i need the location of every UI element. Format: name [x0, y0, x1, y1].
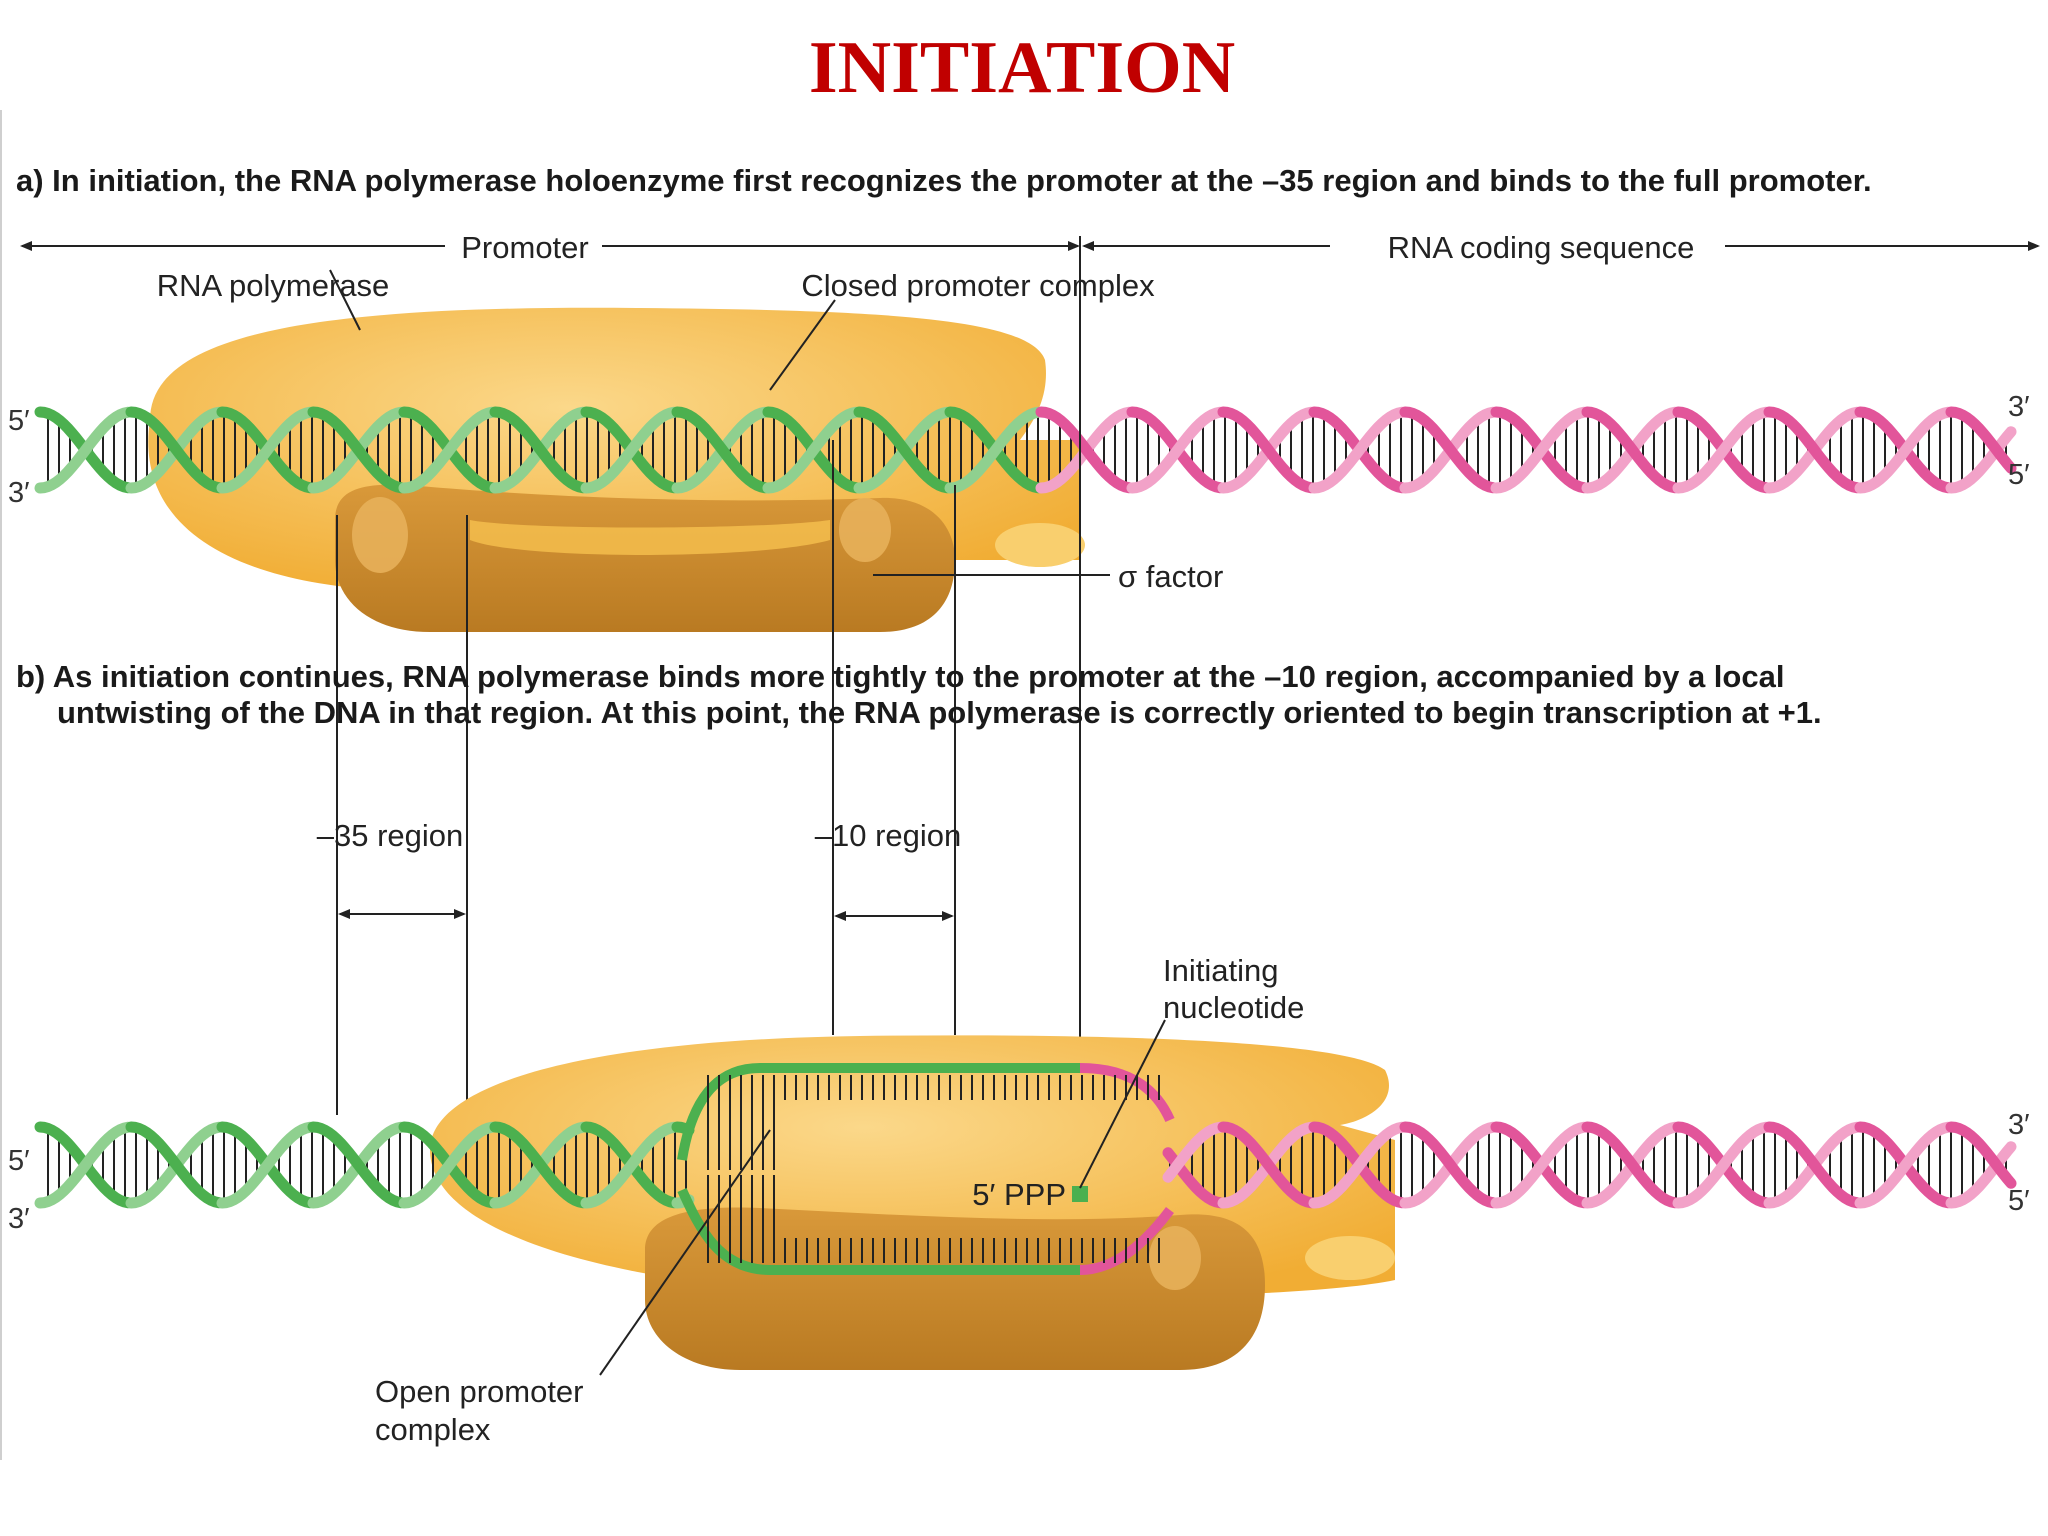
open-complex-leader [599, 1129, 771, 1376]
end-label-b-5prime-right: 5′ [2008, 1185, 2030, 1217]
sigma-groove [470, 520, 830, 555]
promoter-strand-segment [307, 406, 407, 494]
promoter-strand-segment [216, 406, 316, 494]
region10-label: –10 region [815, 818, 962, 853]
promoter-strand-segment [580, 1121, 680, 1209]
coding-label: RNA coding sequence [1388, 230, 1695, 265]
panel-b: b) As initiation continues, RNA polymera… [8, 659, 2030, 1447]
coding-strand-segment [1217, 406, 1317, 494]
end-label-3prime-left: 3′ [8, 477, 30, 509]
coding-strand-segment [1945, 406, 2017, 474]
sigma-b-highlight [1149, 1226, 1201, 1290]
promoter-strand-segment [580, 406, 680, 494]
promoter-label: Promoter [461, 230, 588, 265]
promoter-strand-segment [489, 406, 589, 494]
bubble-base-ticks [707, 1075, 1160, 1263]
coding-strand-segment [1945, 426, 2017, 494]
region-marker-lines [336, 440, 956, 1115]
coding-strand-segment [1399, 406, 1499, 494]
coding-strand-segment [1581, 406, 1681, 494]
promoter-strand-segment [307, 1121, 407, 1209]
coding-strand-segment [1308, 1121, 1408, 1209]
promoter-strand-segment [125, 406, 225, 494]
polymerase-lobe-b [1305, 1236, 1395, 1280]
dna-helix-b [34, 1121, 2017, 1209]
region35-label: –35 region [317, 818, 464, 853]
promoter-strand-segment [944, 406, 1044, 494]
coding-strand-segment [1763, 1121, 1863, 1209]
coding-strand-segment [1945, 1121, 2017, 1189]
promoter-strand-segment [671, 406, 771, 494]
promoter-strand-segment [34, 406, 134, 494]
sigma-factor-label: σ factor [1118, 559, 1223, 594]
coding-strand-segment [1672, 406, 1772, 494]
page-title: INITIATION [809, 27, 1235, 109]
promoter-strand-segment [398, 406, 498, 494]
promoter-strand-segment [125, 1121, 225, 1209]
end-label-b-3prime-right: 3′ [2008, 1109, 2030, 1141]
polymerase-lobe [995, 523, 1085, 567]
end-label-5prime-left: 5′ [8, 405, 30, 437]
rna-polymerase-label: RNA polymerase [157, 268, 390, 303]
ppp-label: 5′ PPP [972, 1177, 1066, 1212]
open-complex-label-line2: complex [375, 1412, 491, 1447]
transcription-bubble [677, 1063, 1175, 1275]
sigma-highlight-left [352, 497, 408, 573]
bubble-bottom-strand-promoter [677, 1187, 1080, 1275]
polymerase-leader [329, 269, 361, 331]
promoter-strand-segment [853, 406, 953, 494]
promoter-strand-segment [216, 1121, 316, 1209]
coding-strand-segment [1763, 406, 1863, 494]
open-complex-label-line1: Open promoter [375, 1374, 584, 1409]
coding-strand-segment [1854, 1121, 1954, 1209]
initiating-label-line1: Initiating [1163, 953, 1278, 988]
coding-strand-segment [1581, 1121, 1681, 1209]
bubble-top-strand-coding [1079, 1063, 1175, 1123]
closed-complex-leader [769, 299, 836, 391]
coding-strand-segment [1162, 1121, 1226, 1183]
coding-strand-segment [1126, 406, 1226, 494]
initiating-leader [1079, 1019, 1166, 1189]
coding-strand-segment [1945, 1141, 2017, 1209]
sigma-highlight-right [839, 498, 891, 562]
promoter-strand-segment [34, 1121, 134, 1209]
end-label-5prime-right: 5′ [2008, 459, 2030, 491]
panel-a: a) In initiation, the RNA polymerase hol… [8, 163, 2040, 1060]
end-label-3prime-right: 3′ [2008, 391, 2030, 423]
panel-a-caption: a) In initiation, the RNA polymerase hol… [16, 163, 1872, 198]
coding-strand-segment [1217, 1121, 1317, 1209]
panel-b-caption-line1: b) As initiation continues, RNA polymera… [16, 659, 1784, 694]
coding-strand-segment [1035, 406, 1135, 494]
initiating-nucleotide-marker [1072, 1186, 1088, 1202]
coding-strand-segment [1854, 406, 1954, 494]
panel-b-caption-line2: untwisting of the DNA in that region. At… [57, 695, 1822, 730]
coding-strand-segment [1490, 1121, 1590, 1209]
promoter-strand-segment [762, 406, 862, 494]
sigma-factor-b [645, 1207, 1265, 1370]
coding-strand-segment [1672, 1121, 1772, 1209]
initiating-label-line2: nucleotide [1163, 990, 1304, 1025]
coding-strand-segment [1308, 406, 1408, 494]
sigma-factor [335, 484, 955, 632]
promoter-strand-segment [489, 1121, 589, 1209]
end-label-b-5prime-left: 5′ [8, 1145, 30, 1177]
closed-complex-label: Closed promoter complex [801, 268, 1155, 303]
promoter-strand-segment [398, 1121, 498, 1209]
coding-strand-segment [1399, 1121, 1499, 1209]
end-label-b-3prime-left: 3′ [8, 1203, 30, 1235]
coding-strand-segment [1490, 406, 1590, 494]
dna-helix-a [34, 406, 2017, 494]
